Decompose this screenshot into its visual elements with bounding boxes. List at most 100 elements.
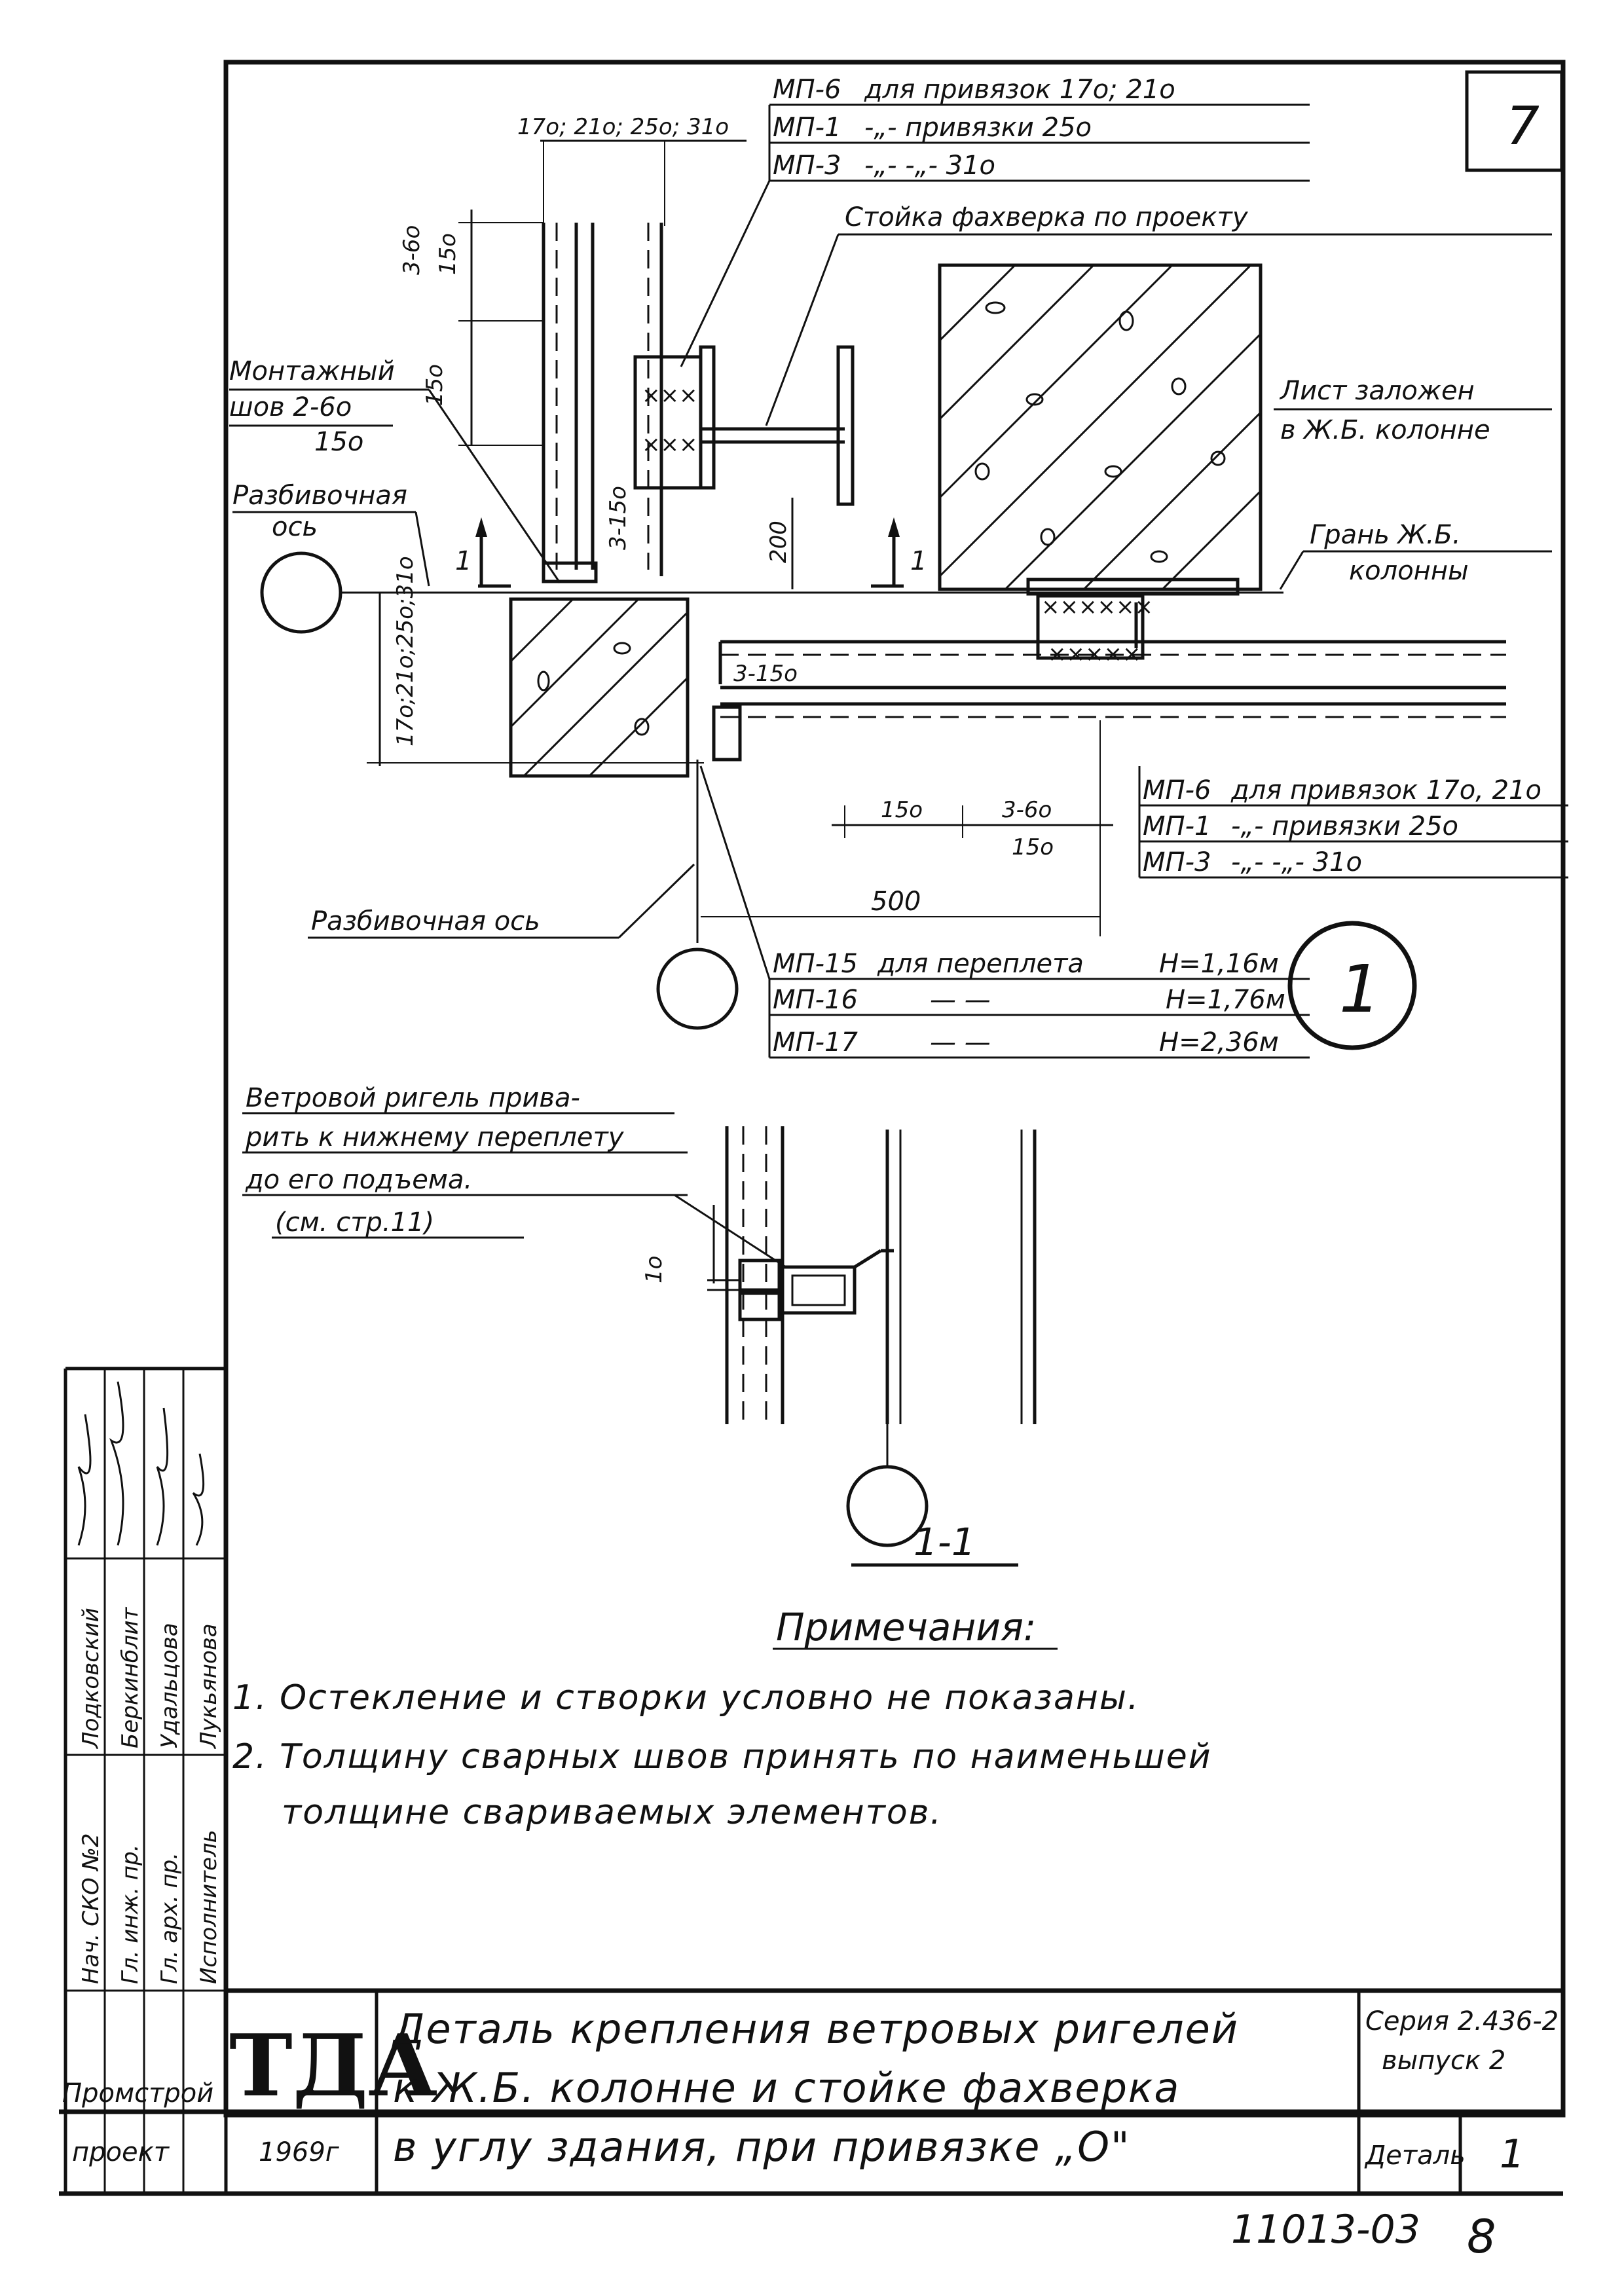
dim-10: 1o <box>641 1256 667 1283</box>
layout-axis-bottom: Разбивочная ось <box>311 906 540 936</box>
dim-500: 500 <box>871 887 921 917</box>
right-mp-1-mark: МП-6 <box>1143 775 1211 805</box>
sash-mp-3-h: Н=2,36м <box>1159 1027 1279 1058</box>
mount-seam-l1: Монтажный <box>229 356 395 386</box>
right-mp-1-text: для привязок 17o, 21o <box>1230 775 1541 805</box>
dim-150-d: 15o <box>1012 834 1054 860</box>
note-2: 2. Толщину сварных швов принять по наиме… <box>232 1737 1212 1776</box>
name-2: Беркинблит <box>117 1607 143 1748</box>
series-line-1: Серия 2.436-2 <box>1365 2006 1559 2036</box>
sash-mp-3-text: — — <box>930 1027 991 1058</box>
sash-mp-3-mark: МП-17 <box>773 1027 858 1058</box>
section-title: 1-1 <box>913 1520 976 1564</box>
sheet-number: 7 <box>1506 96 1540 156</box>
name-1: Лодковский <box>78 1608 104 1750</box>
section-mark-right: 1 <box>910 546 927 576</box>
top-mp-3-mark: МП-3 <box>773 151 841 181</box>
dim-3-150-b: 3-15o <box>733 661 798 687</box>
sash-mp-2-text: — — <box>930 985 991 1015</box>
sash-mp-2-h: Н=1,76м <box>1166 985 1285 1015</box>
section-arrow-head <box>888 517 900 537</box>
mount-seam-callout: Монтажный шов 2-6o 15o <box>229 356 561 583</box>
layout-axis-label-2: ось <box>272 512 318 542</box>
sash-mp-1-mark: МП-15 <box>773 949 858 979</box>
connection-plate <box>633 355 703 490</box>
face-label-1: Грань Ж.Б. <box>1310 520 1461 550</box>
plate-label-1: Лист заложен <box>1279 376 1475 406</box>
facade-post-label: Стойка фахверка по проекту <box>845 202 1249 232</box>
sheet-number-box <box>1465 70 1564 172</box>
title-line-2: к Ж.Б. колонне и стойке фахверка <box>393 2064 1180 2112</box>
notes-heading: Примечания: <box>776 1605 1036 1649</box>
name-3: Удальцова <box>157 1623 183 1748</box>
series-line-2: выпуск 2 <box>1382 2046 1505 2076</box>
section-sash-frame <box>725 1126 784 1424</box>
role-3: Гл. арх. пр. <box>157 1852 183 1984</box>
face-label-2: колонны <box>1349 556 1469 586</box>
dim-150-a: 15o <box>435 233 461 275</box>
layout-axis-label: Разбивочная <box>232 481 407 511</box>
detail-bubble-number: 1 <box>1339 951 1381 1027</box>
wind-note-l3: до его подъема. <box>245 1165 472 1195</box>
layout-axis-leader <box>415 511 430 587</box>
weld-marks: ××××× <box>1048 641 1141 667</box>
mount-seam-l2: шов 2-6o <box>229 392 352 422</box>
role-4: Исполнитель <box>196 1830 222 1984</box>
note-1: 1. Остекление и створки условно не показ… <box>232 1678 1139 1718</box>
dim-3-60-b: 3-6o <box>1002 797 1052 823</box>
weld-marks: ××× <box>642 432 697 458</box>
weld-marks: ×××××× <box>1041 594 1153 620</box>
signatures <box>77 1381 205 1546</box>
top-mp-callout: МП-6 для привязок 17o; 21o МП-1 -„- прив… <box>680 75 1310 367</box>
section-mark-left: 1 <box>455 546 471 576</box>
sash-mp-callout: МП-15 для переплета Н=1,16м МП-16 — — Н=… <box>699 765 1310 1059</box>
top-bind-sizes: 17o; 21o; 25o; 31o <box>517 114 729 140</box>
section-facade-post <box>885 1130 1037 1424</box>
top-mp-3-text: -„- -„- 31o <box>864 151 995 181</box>
left-bind-sizes: 17o;21o;25o;31o <box>392 556 418 746</box>
rc-column <box>938 263 1263 591</box>
embedded-plate <box>1026 578 1240 596</box>
plate-label-2: в Ж.Б. колонне <box>1280 415 1490 445</box>
org-line-1: Промстрой <box>62 2078 213 2108</box>
section-arrow-head <box>475 517 487 537</box>
wind-note-l1: Ветровой ригель прива- <box>246 1083 580 1113</box>
right-mp-3-mark: МП-3 <box>1143 847 1211 877</box>
role-2: Гл. инж. пр. <box>117 1845 143 1984</box>
sash-mp-1-text: для переплета <box>877 949 1084 979</box>
note-3: толщине свариваемых элементов. <box>282 1793 942 1832</box>
top-mp-1-mark: МП-6 <box>773 75 841 105</box>
title-block <box>59 1988 1563 2194</box>
role-1: Нач. СКО №2 <box>78 1833 104 1984</box>
right-mp-callout: МП-6 для привязок 17o, 21o МП-1 -„- прив… <box>1138 766 1568 879</box>
right-mp-3-text: -„- -„- 31o <box>1231 847 1362 877</box>
sheet-frame <box>223 60 1566 2118</box>
sash-mp-2-mark: МП-16 <box>773 985 858 1015</box>
plate-edge <box>699 345 716 490</box>
top-mp-2-mark: МП-1 <box>773 113 841 143</box>
corner-column <box>509 597 690 778</box>
wind-note-l4: (см. стр.11) <box>275 1207 434 1238</box>
right-mp-2-text: -„- привязки 25o <box>1231 811 1458 841</box>
axis-bubble-left <box>260 551 342 634</box>
detail-bubble <box>1287 921 1417 1050</box>
facade-post-web <box>836 345 855 506</box>
axis-bubble-section <box>846 1465 929 1547</box>
section-wind-girder <box>781 1249 894 1315</box>
side-block: Нач. СКО №2 Гл. инж. пр. Гл. арх. пр. Ис… <box>65 1369 226 2194</box>
page-number: 8 <box>1467 2210 1496 2264</box>
sash-mp-1-h: Н=1,16м <box>1159 949 1279 979</box>
dim-3-60: 3-6o <box>399 225 425 275</box>
layout-axis-bottom-leader <box>618 863 695 939</box>
girder-plate <box>1036 594 1145 660</box>
top-mp-1-text: для привязок 17o; 21o <box>864 75 1175 105</box>
mount-seam-l3: 15o <box>314 427 363 457</box>
detail-label: Деталь <box>1364 2141 1466 2171</box>
wind-note-l2: рить к нижнему переплету <box>245 1122 625 1152</box>
dim-3-150: 3-15o <box>605 486 631 550</box>
face-leader <box>1279 551 1304 590</box>
wind-note: Ветровой ригель прива- рить к нижнему пе… <box>242 1083 786 1268</box>
org-line-2: проект <box>72 2137 170 2167</box>
right-mp-2-mark: МП-1 <box>1143 811 1211 841</box>
